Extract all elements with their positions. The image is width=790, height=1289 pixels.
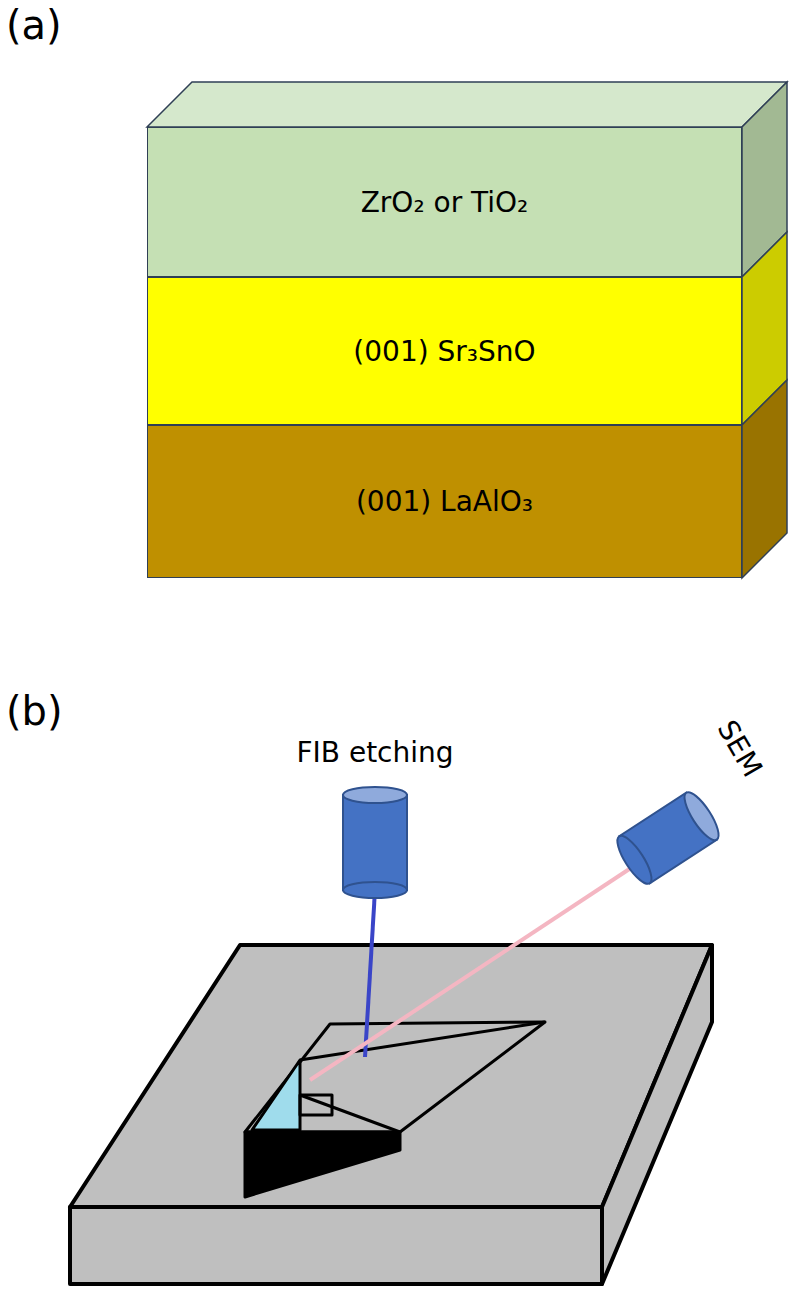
side-face [602, 945, 712, 1284]
front-face [70, 1207, 602, 1284]
electron-beam [310, 862, 640, 1080]
panel-letter: (a) [6, 2, 62, 48]
layer-box: ZrO₂ or TiO₂ [147, 127, 742, 277]
trench-rim [245, 1022, 545, 1132]
layer-box: (001) LaAlO₃ [147, 425, 742, 578]
column-top [679, 788, 725, 845]
fib-column [343, 787, 407, 1057]
instrument-label: FIB etching [296, 736, 453, 769]
column-body [343, 795, 407, 890]
trench-slope [300, 1022, 545, 1060]
layer-label: ZrO₂ or TiO₂ [361, 186, 529, 219]
column-top [343, 787, 407, 803]
sample-block [70, 945, 712, 1284]
trench-slope [300, 1095, 400, 1132]
trench-wall [245, 1132, 400, 1197]
top-face [147, 82, 787, 127]
layer-label: (001) LaAlO₃ [356, 485, 533, 518]
top-face [70, 945, 712, 1207]
ion-beam [365, 890, 375, 1057]
trench-step [300, 1095, 332, 1115]
column-bottom [612, 831, 658, 888]
side-face [742, 380, 787, 578]
instrument-label: SEM [711, 714, 769, 782]
sem-column [310, 788, 724, 1080]
layer-box: (001) Sr₃SnO [147, 277, 742, 425]
layer-stack-3d [147, 82, 787, 578]
layer-label: (001) Sr₃SnO [353, 335, 535, 368]
panel-letter: (b) [6, 688, 63, 734]
column-bottom [343, 882, 407, 898]
fib-trench [245, 1022, 545, 1197]
cross-section [252, 1060, 300, 1130]
